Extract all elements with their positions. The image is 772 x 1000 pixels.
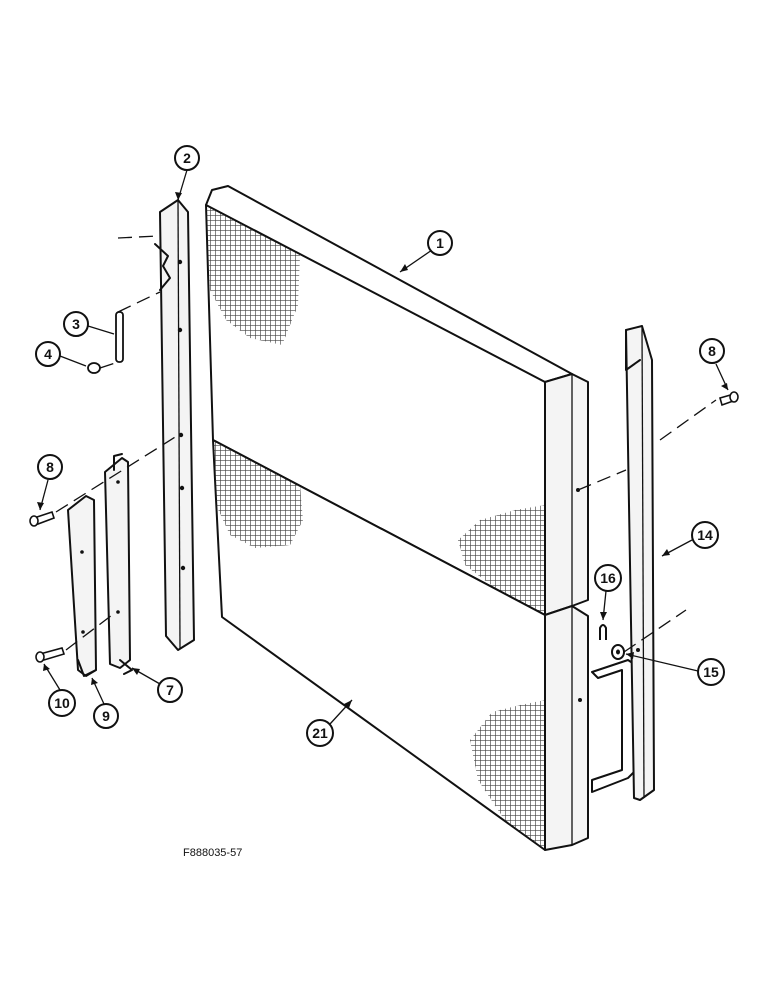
callout-8-left: 8 xyxy=(37,454,63,511)
lower-mesh-top-left xyxy=(213,440,303,548)
svg-text:8: 8 xyxy=(46,459,54,475)
upper-mesh-top-left xyxy=(206,205,300,345)
lower-right-side-flange xyxy=(544,605,589,851)
figure-id: F888035-57 xyxy=(183,847,242,859)
lower-screen-panel xyxy=(212,439,635,851)
svg-text:9: 9 xyxy=(102,708,110,724)
svg-text:3: 3 xyxy=(72,316,80,332)
callout-15: 15 xyxy=(625,652,725,686)
callout-3: 3 xyxy=(63,311,115,337)
callout-7: 7 xyxy=(131,667,183,703)
callout-2: 2 xyxy=(174,145,200,201)
callout-8-right: 8 xyxy=(699,338,729,391)
callouts: 1 2 3 4 8 8 xyxy=(35,145,729,747)
alignment-lines xyxy=(55,235,717,653)
callout-9: 9 xyxy=(91,677,119,729)
pin xyxy=(115,311,124,363)
hardware xyxy=(29,311,739,663)
nut xyxy=(87,362,101,374)
callout-1: 1 xyxy=(399,230,453,273)
svg-text:2: 2 xyxy=(183,150,191,166)
right-vertical-channel xyxy=(625,325,655,801)
upper-screen-panel xyxy=(205,185,589,616)
callout-4: 4 xyxy=(35,341,87,367)
svg-text:21: 21 xyxy=(312,725,328,741)
svg-text:16: 16 xyxy=(600,570,616,586)
callout-16: 16 xyxy=(594,564,622,621)
svg-text:7: 7 xyxy=(166,682,174,698)
svg-text:14: 14 xyxy=(697,527,713,543)
svg-text:4: 4 xyxy=(44,346,52,362)
panel-handle xyxy=(591,659,635,793)
upper-mesh-bottom-right xyxy=(458,505,545,615)
svg-text:1: 1 xyxy=(436,235,444,251)
svg-text:10: 10 xyxy=(54,695,70,711)
bracket-7 xyxy=(104,453,133,675)
spring-clip xyxy=(599,624,607,640)
callout-10: 10 xyxy=(43,663,76,717)
upper-right-side-flange xyxy=(544,373,589,616)
callout-21: 21 xyxy=(306,699,353,747)
bracket-9 xyxy=(67,495,97,677)
svg-text:15: 15 xyxy=(703,664,719,680)
svg-text:8: 8 xyxy=(708,343,716,359)
lower-mesh-bottom-right xyxy=(470,700,545,850)
callout-14: 14 xyxy=(661,521,719,557)
left-vertical-channel xyxy=(154,199,195,651)
